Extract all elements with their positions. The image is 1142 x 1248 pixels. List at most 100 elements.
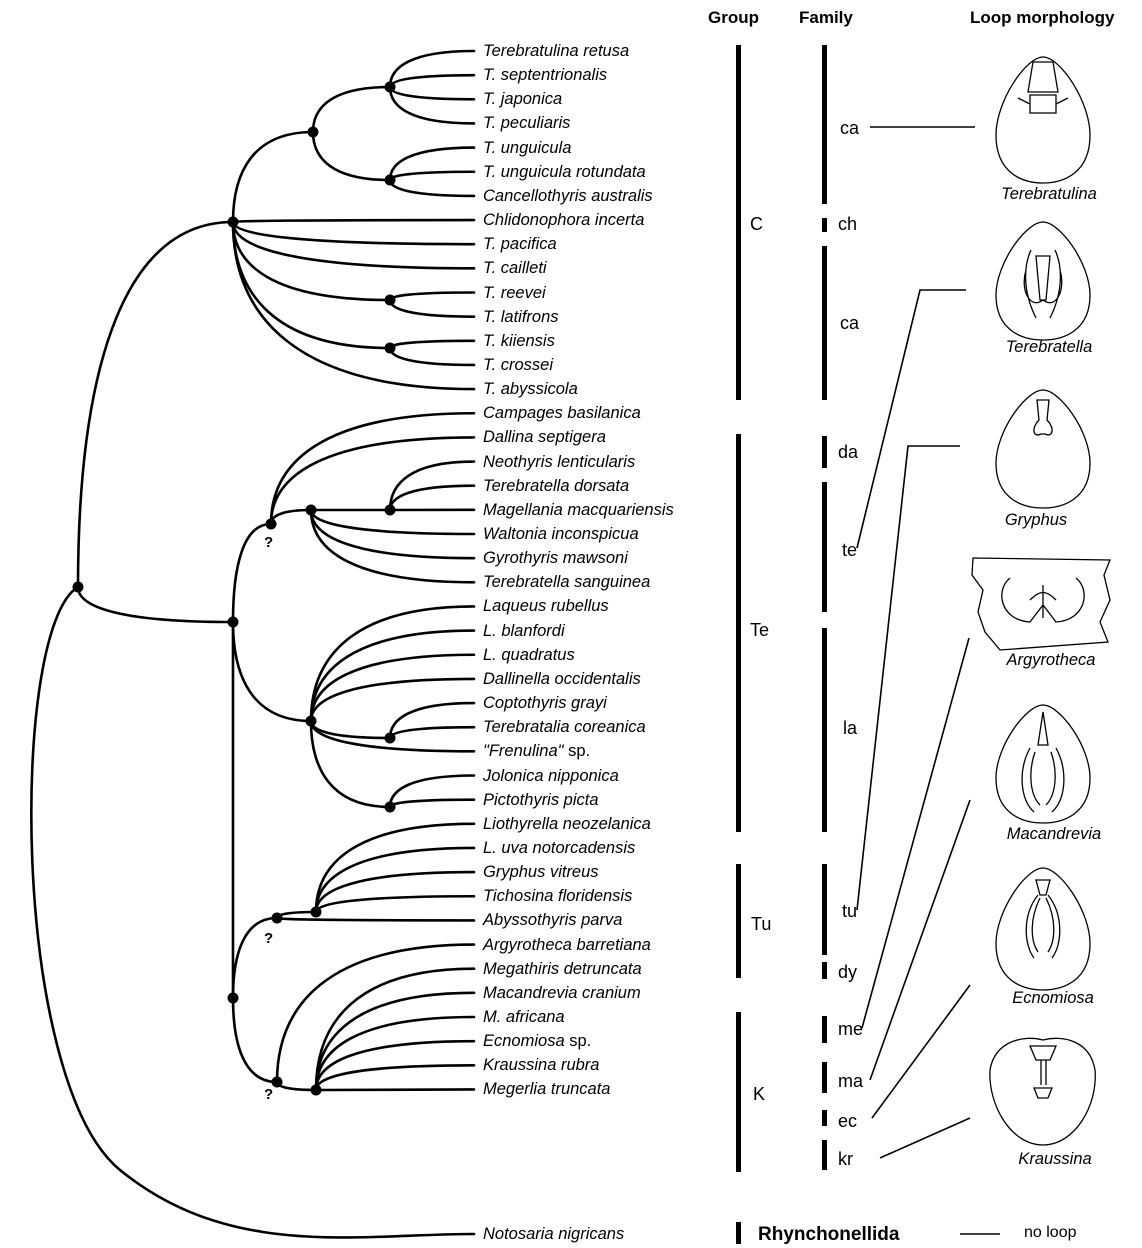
tree-branch [233, 220, 474, 222]
taxon-label: Kraussina rubra [483, 1055, 599, 1075]
leader-line [880, 1118, 970, 1158]
family-bar [822, 436, 827, 468]
loop-caption-macandrevia: Macandrevia [974, 825, 1134, 844]
taxon-label: M. africana [483, 1007, 565, 1027]
taxon-name: T. septentrionalis [483, 66, 607, 84]
loop-caption-kraussina: Kraussina [975, 1150, 1135, 1169]
tree-node [272, 913, 283, 924]
family-label-ec: ec [838, 1111, 857, 1132]
tree-node [385, 295, 396, 306]
tree-branch [316, 1065, 474, 1090]
taxon-name: T. peculiaris [483, 114, 570, 132]
taxon-name: Macandrevia cranium [483, 984, 641, 1002]
family-label-ca-2: ca [840, 313, 859, 334]
taxon-name: Chlidonophora incerta [483, 211, 644, 229]
taxon-label: Coptothyris grayi [483, 693, 607, 713]
taxon-label: T. septentrionalis [483, 65, 607, 85]
taxon-label: T. cailleti [483, 258, 547, 278]
taxon-name: Dallina septigera [483, 428, 606, 446]
tree-node [266, 519, 277, 530]
leader-line [862, 638, 969, 1028]
family-label-da: da [838, 442, 858, 463]
tree-branch [233, 622, 311, 721]
taxon-name: T. abyssicola [483, 380, 578, 398]
leader-line [857, 446, 960, 910]
tree-branch [390, 486, 474, 510]
taxon-label: L. blanfordi [483, 621, 565, 641]
tree-branch [316, 872, 474, 912]
macandrevia-shell-icon [996, 705, 1090, 823]
loop-caption-gryphus: Gryphus [956, 511, 1116, 530]
taxon-name: Notosaria nigricans [483, 1225, 624, 1243]
family-bar [822, 218, 827, 232]
uncertain-node-marker: ? [264, 1086, 273, 1103]
tree-branch [271, 510, 311, 524]
family-label-tu: tu [842, 901, 857, 922]
kraussina-shell-icon [990, 1038, 1095, 1145]
family-label-dy: dy [838, 962, 857, 983]
taxon-name: Coptothyris grayi [483, 694, 607, 712]
tree-branch [233, 998, 277, 1082]
group-label-k: K [753, 1084, 765, 1105]
group-bar [736, 864, 741, 978]
leader-line [870, 800, 970, 1080]
family-label-la: la [843, 718, 857, 739]
taxon-label: Liothyrella neozelanica [483, 814, 651, 834]
taxon-name: T. crossei [483, 356, 553, 374]
taxon-name: T. unguicula [483, 139, 571, 157]
group-label-c: C [750, 214, 763, 235]
loop-caption-ecnomiosa: Ecnomiosa [973, 989, 1133, 1008]
tree-branch [271, 413, 474, 524]
tree-node [385, 733, 396, 744]
taxon-name: L. uva notorcadensis [483, 839, 635, 857]
family-bar [822, 482, 827, 612]
taxon-name: T. unguicula rotundata [483, 163, 646, 181]
tree-branch [31, 587, 474, 1237]
taxon-name: T. cailleti [483, 259, 547, 277]
taxon-name: Magellania macquariensis [483, 501, 674, 519]
tree-branch [233, 132, 313, 222]
tree-branch [390, 300, 474, 317]
tree-branch [390, 172, 474, 180]
taxon-name: Pictothyris picta [483, 791, 599, 809]
taxon-name: Gyrothyris mawsoni [483, 549, 628, 567]
taxon-label: Dallina septigera [483, 427, 606, 447]
terebratulina-shell-icon [996, 57, 1090, 183]
taxon-label: T. reevei [483, 283, 546, 303]
family-label-ca: ca [840, 118, 859, 139]
taxon-name: Laqueus rubellus [483, 597, 609, 615]
taxon-name: Terebratella sanguinea [483, 573, 650, 591]
kraussina-loop-icon [1030, 1046, 1056, 1098]
tree-branch [277, 912, 316, 918]
taxon-name: Argyrotheca barretiana [483, 936, 651, 954]
taxon-label: Megerlia truncata [483, 1079, 610, 1099]
taxon-label: Cancellothyris australis [483, 186, 653, 206]
taxon-name: T. latifrons [483, 308, 559, 326]
taxon-name: Cancellothyris australis [483, 187, 653, 205]
taxon-label: Abyssothyris parva [483, 910, 622, 930]
taxon-label: Terebratella dorsata [483, 476, 629, 496]
tree-branch [316, 1017, 474, 1090]
taxon-name: Ecnomiosa [483, 1032, 565, 1050]
group-bar [736, 434, 741, 832]
tree-branch [78, 222, 233, 587]
tree-branch [390, 87, 474, 123]
argyrotheca-loop-icon [1002, 578, 1084, 622]
taxon-label: Notosaria nigricans [483, 1224, 624, 1244]
gryphus-loop-icon [1034, 400, 1052, 435]
taxon-label: T. peculiaris [483, 113, 570, 133]
taxon-label: Megathiris detruncata [483, 959, 642, 979]
family-label-ch: ch [838, 214, 857, 235]
tree-branch [390, 75, 474, 87]
family-bar [822, 1140, 827, 1170]
taxon-name: Jolonica nipponica [483, 767, 619, 785]
tree-node [311, 907, 322, 918]
taxon-name: Megathiris detruncata [483, 960, 642, 978]
tree-node [306, 716, 317, 727]
tree-branch [316, 896, 474, 912]
taxon-label: Pictothyris picta [483, 790, 599, 810]
tree-branch [390, 703, 474, 738]
family-bar [822, 45, 827, 204]
taxon-label: "Frenulina" sp. [483, 741, 590, 761]
taxon-label: Argyrotheca barretiana [483, 935, 651, 955]
